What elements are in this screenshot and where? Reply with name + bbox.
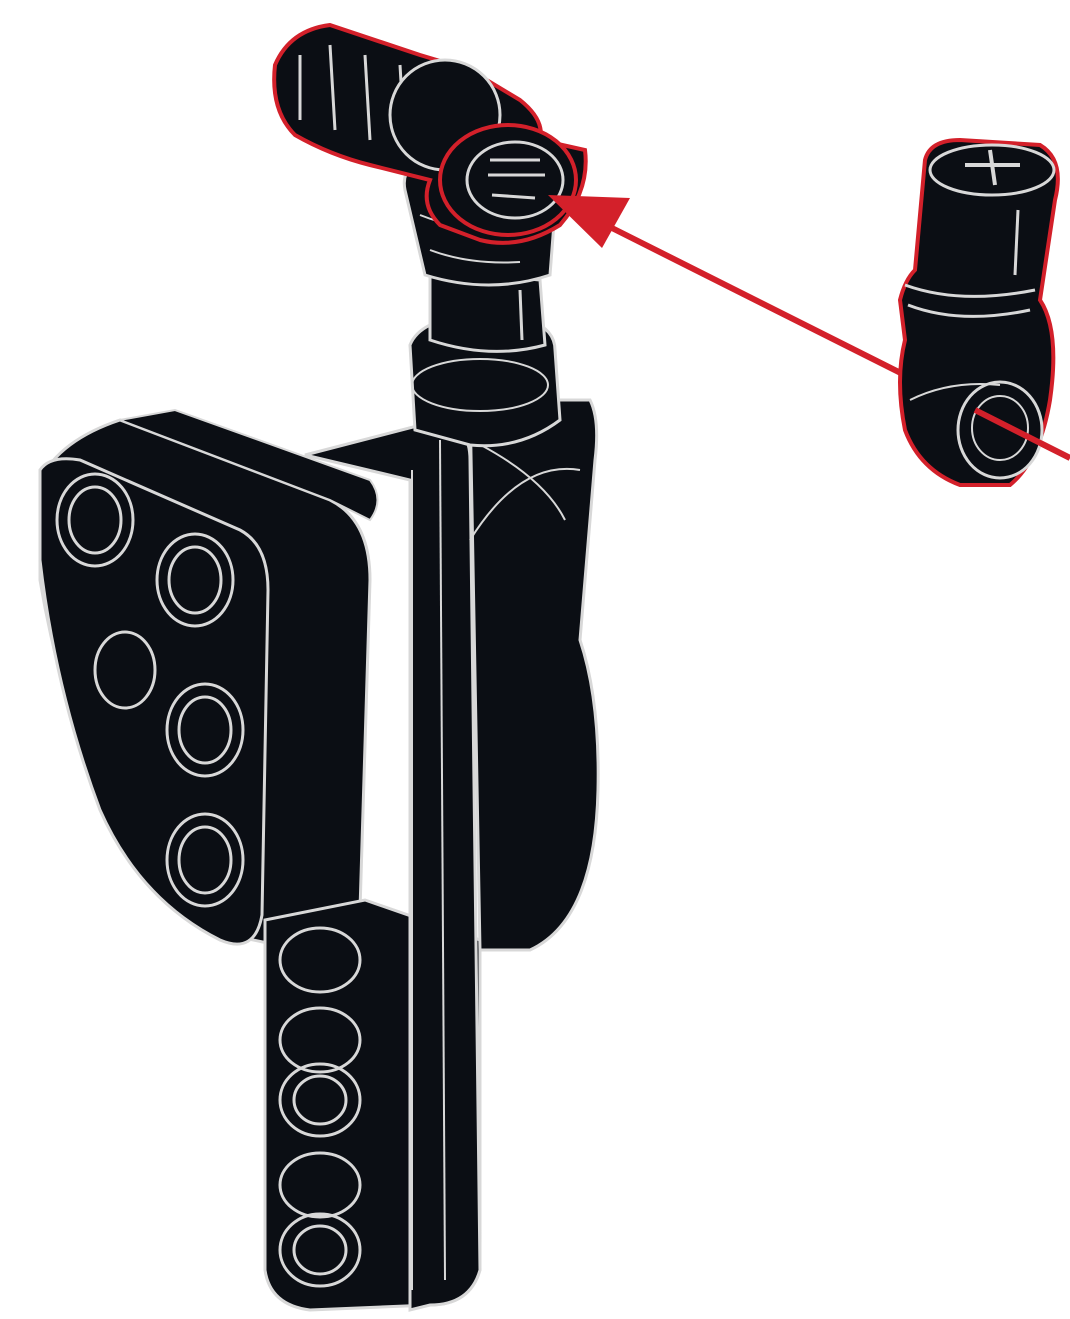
connector-highlight-line bbox=[520, 290, 522, 340]
liftarm-bent-triangle bbox=[40, 410, 378, 952]
pin-connector-existing bbox=[274, 25, 586, 243]
connector-column bbox=[470, 400, 598, 950]
axle-pin-connector-new bbox=[900, 140, 1070, 485]
